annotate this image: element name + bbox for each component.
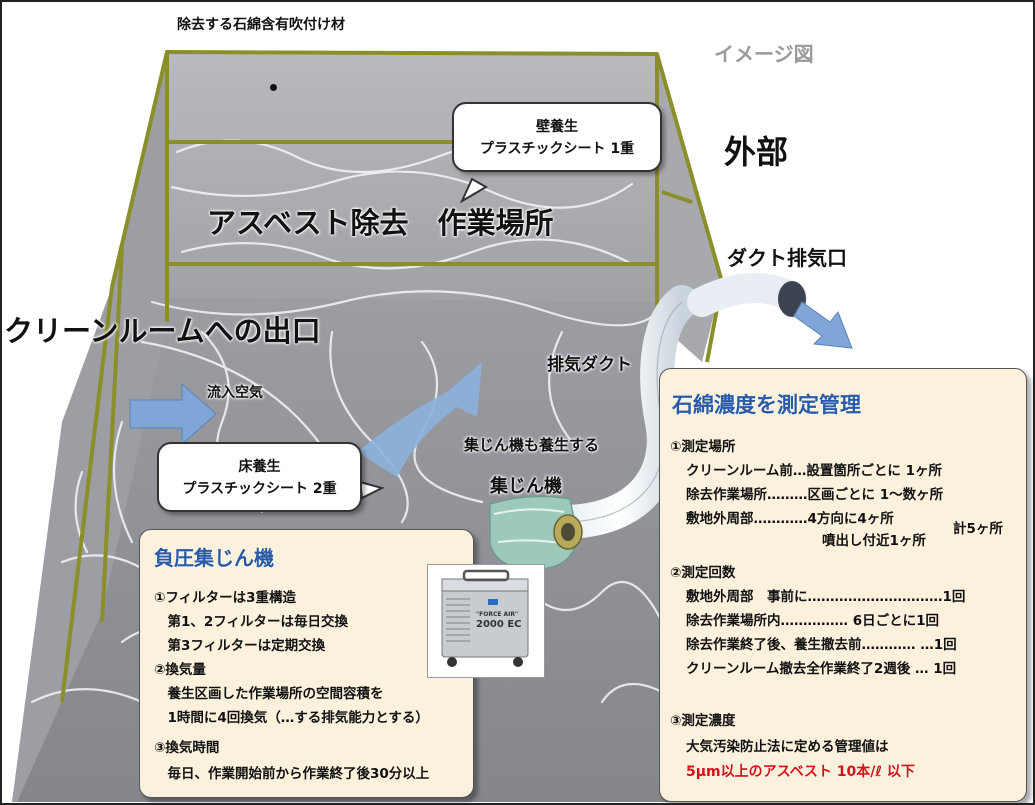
place-item: クリーンルーム前…設置箇所ごとに 1ヶ所	[686, 463, 943, 479]
places-heading: ①測定場所	[670, 439, 736, 455]
airflow-arrow	[357, 362, 482, 477]
duct-outlet-label: ダクト排気口	[727, 246, 847, 270]
measurement-panel: 石綿濃度を測定管理 ①測定場所 クリーンルーム前…設置箇所ごとに 1ヶ所 除去作…	[659, 368, 1027, 802]
exhaust-duct-label: 排気ダクト	[547, 355, 632, 375]
collector-label: 集じん機	[490, 476, 562, 497]
collector-covered-label: 集じん機も養生する	[464, 436, 600, 454]
place-item: 噴出し付近1ヶ所	[822, 533, 926, 549]
places-total: 計5ヶ所	[953, 521, 1003, 537]
machine-model-text: 2000 EC	[476, 619, 522, 630]
inflow-arrow	[129, 382, 217, 446]
left-wall	[12, 52, 167, 802]
collector-machine-photo: "FORCE AIR" 2000 EC	[427, 564, 545, 678]
exhaust-out-arrow	[793, 301, 853, 349]
np-line: 養生区画した作業場所の空間容積を	[154, 686, 384, 702]
negative-pressure-title: 負圧集じん機	[154, 546, 274, 570]
time-item: 敷地外周部 事前に…………………………1回	[686, 589, 966, 605]
outside-label: 外部	[724, 133, 789, 171]
np-line: ①フィルターは3重構造	[154, 590, 297, 606]
floor-sheet-callout: 床養生 プラスチックシート 2重	[157, 442, 362, 512]
np-line: 第1、2フィルターは毎日交換	[154, 614, 349, 630]
floor-callout-line1: 床養生	[238, 459, 281, 475]
wall-sheet-callout: 壁養生 プラスチックシート 1重	[452, 102, 662, 172]
inflow-air-label: 流入空気	[207, 385, 263, 401]
machine-photo-drawing	[441, 569, 529, 667]
place-item: 敷地外周部…………4方向に4ヶ所	[686, 511, 894, 527]
dust-collector-covered	[489, 495, 583, 570]
np-line: ②換気量	[154, 662, 206, 678]
wall-callout-line2: プラスチックシート 1重	[479, 141, 635, 157]
negative-pressure-panel: 負圧集じん機 ①フィルターは3重構造 第1、2フィルターは毎日交換 第3フィルタ…	[139, 529, 474, 798]
machine-brand-text: "FORCE AIR"	[476, 611, 519, 618]
time-item: クリーンルーム撤去全作業終了2週後 … 1回	[686, 661, 957, 677]
concentration-line: 大気汚染防止法に定める管理値は	[686, 739, 889, 755]
times-heading: ②測定回数	[670, 565, 736, 581]
time-item: 除去作業場所内…………… 6日ごとに1回	[686, 613, 939, 629]
image-note-label: イメージ図	[714, 42, 814, 66]
ceiling-marker-dot	[270, 84, 277, 91]
np-line: 1時間に4回換気（…する排気能力とする）	[154, 710, 429, 726]
scaffold-frame	[60, 50, 724, 703]
np-line: 毎日、作業開始前から作業終了後30分以上	[154, 766, 430, 782]
concentration-heading: ③測定濃度	[670, 713, 736, 729]
np-line: 第3フィルターは定期交換	[154, 638, 326, 654]
work-area-label: アスベスト除去 作業場所	[207, 206, 554, 240]
place-item: 除去作業場所………区画ごとに 1～数ヶ所	[686, 487, 944, 503]
wall-callout-line1: 壁養生	[536, 119, 578, 135]
back-wall	[167, 52, 657, 322]
measurement-title: 石綿濃度を測定管理	[672, 393, 861, 417]
np-line: ③換気時間	[154, 740, 220, 756]
time-item: 除去作業終了後、養生撤去前………… …1回	[686, 637, 957, 653]
floor-callout-line2: プラスチックシート 2重	[182, 481, 337, 497]
concentration-limit: 5μm以上のアスベスト 10本/ℓ 以下	[686, 764, 915, 780]
ceiling-material-label: 除去する石綿含有吹付け材	[177, 17, 345, 33]
clean-room-exit-label: クリーンルームへの出口	[4, 314, 321, 348]
